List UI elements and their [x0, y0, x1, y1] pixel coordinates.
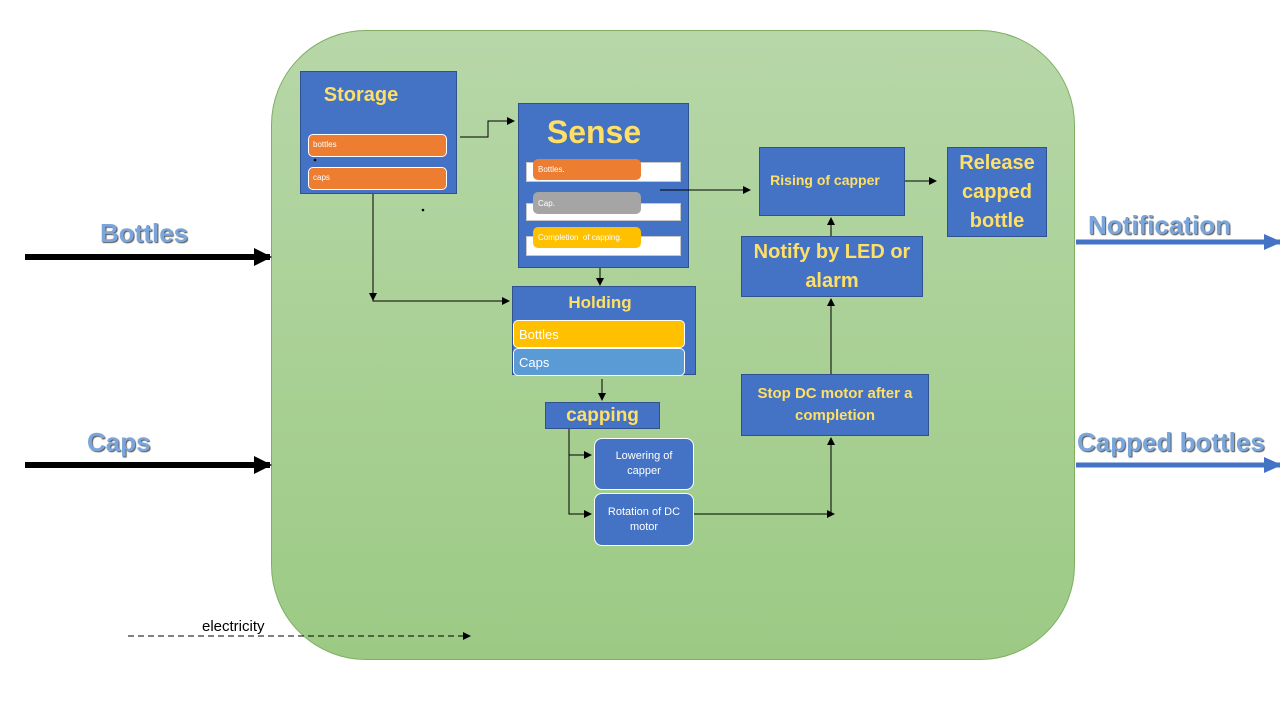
- release-label: Release capped bottle: [959, 151, 1035, 232]
- stop-motor-block: Stop DC motor after a completion: [741, 374, 929, 436]
- holding-item-bottles: Bottles: [513, 320, 685, 348]
- sense-title: Sense: [546, 114, 642, 150]
- holding-item-caps: Caps: [513, 348, 685, 376]
- capping-step-label: Lowering of capper: [615, 450, 673, 477]
- input-label-bottles: Bottles: [100, 218, 189, 248]
- capping-step-rotation: Rotation of DC motor: [594, 493, 694, 546]
- storage-title: Storage: [323, 84, 399, 106]
- storage-item-bottles: bottles: [308, 134, 447, 157]
- storage-item-label: caps: [313, 173, 330, 182]
- capping-title: capping: [566, 405, 639, 426]
- holding-title: Holding: [568, 293, 632, 312]
- rising-label: Rising of capper: [770, 172, 880, 188]
- output-label-notification: Notification: [1088, 210, 1231, 240]
- sense-item-bottles: Bottles.: [533, 159, 641, 180]
- capping-step-label: Rotation of DC motor: [607, 505, 681, 533]
- storage-item-label: bottles: [313, 140, 337, 149]
- sense-item-cap: Cap.: [533, 192, 641, 214]
- storage-to-sense-arrow: [460, 117, 515, 138]
- output-label-capped-bottles: Capped bottles: [1077, 427, 1265, 457]
- notify-block: Notify by LED or alarm: [741, 236, 923, 297]
- release-block: Release capped bottle: [947, 147, 1047, 237]
- stray-dot: [313, 158, 317, 162]
- capping-block: capping: [545, 402, 660, 429]
- rising-block: Rising of capper: [759, 147, 905, 216]
- sense-item-label: Bottles.: [538, 165, 565, 174]
- stop-motor-label: Stop DC motor after a completion: [757, 385, 913, 424]
- sense-item-label: Cap.: [538, 199, 555, 208]
- input-label-caps: Caps: [87, 427, 151, 457]
- holding-item-label: Bottles: [519, 327, 559, 342]
- storage-item-caps: caps: [308, 167, 447, 190]
- sense-item-label: Completion of capping.: [538, 233, 623, 242]
- notify-label: Notify by LED or alarm: [753, 240, 911, 292]
- capping-to-lowering-arrow: [568, 429, 592, 459]
- holding-item-label: Caps: [519, 355, 550, 370]
- capping-step-lowering: Lowering of capper: [594, 438, 694, 490]
- capping-to-rotation-arrow: [568, 455, 592, 518]
- holding-block: Holding Bottles Caps: [512, 286, 696, 376]
- storage-block: Storage bottles caps: [300, 71, 457, 194]
- storage-to-holding-arrow: [372, 194, 510, 305]
- sense-item-completion: Completion of capping.: [533, 227, 641, 248]
- electricity-label: electricity: [202, 618, 265, 635]
- stray-dot: [421, 208, 425, 212]
- sense-block: Sense Bottles. Cap. Completion of cappin…: [518, 103, 689, 268]
